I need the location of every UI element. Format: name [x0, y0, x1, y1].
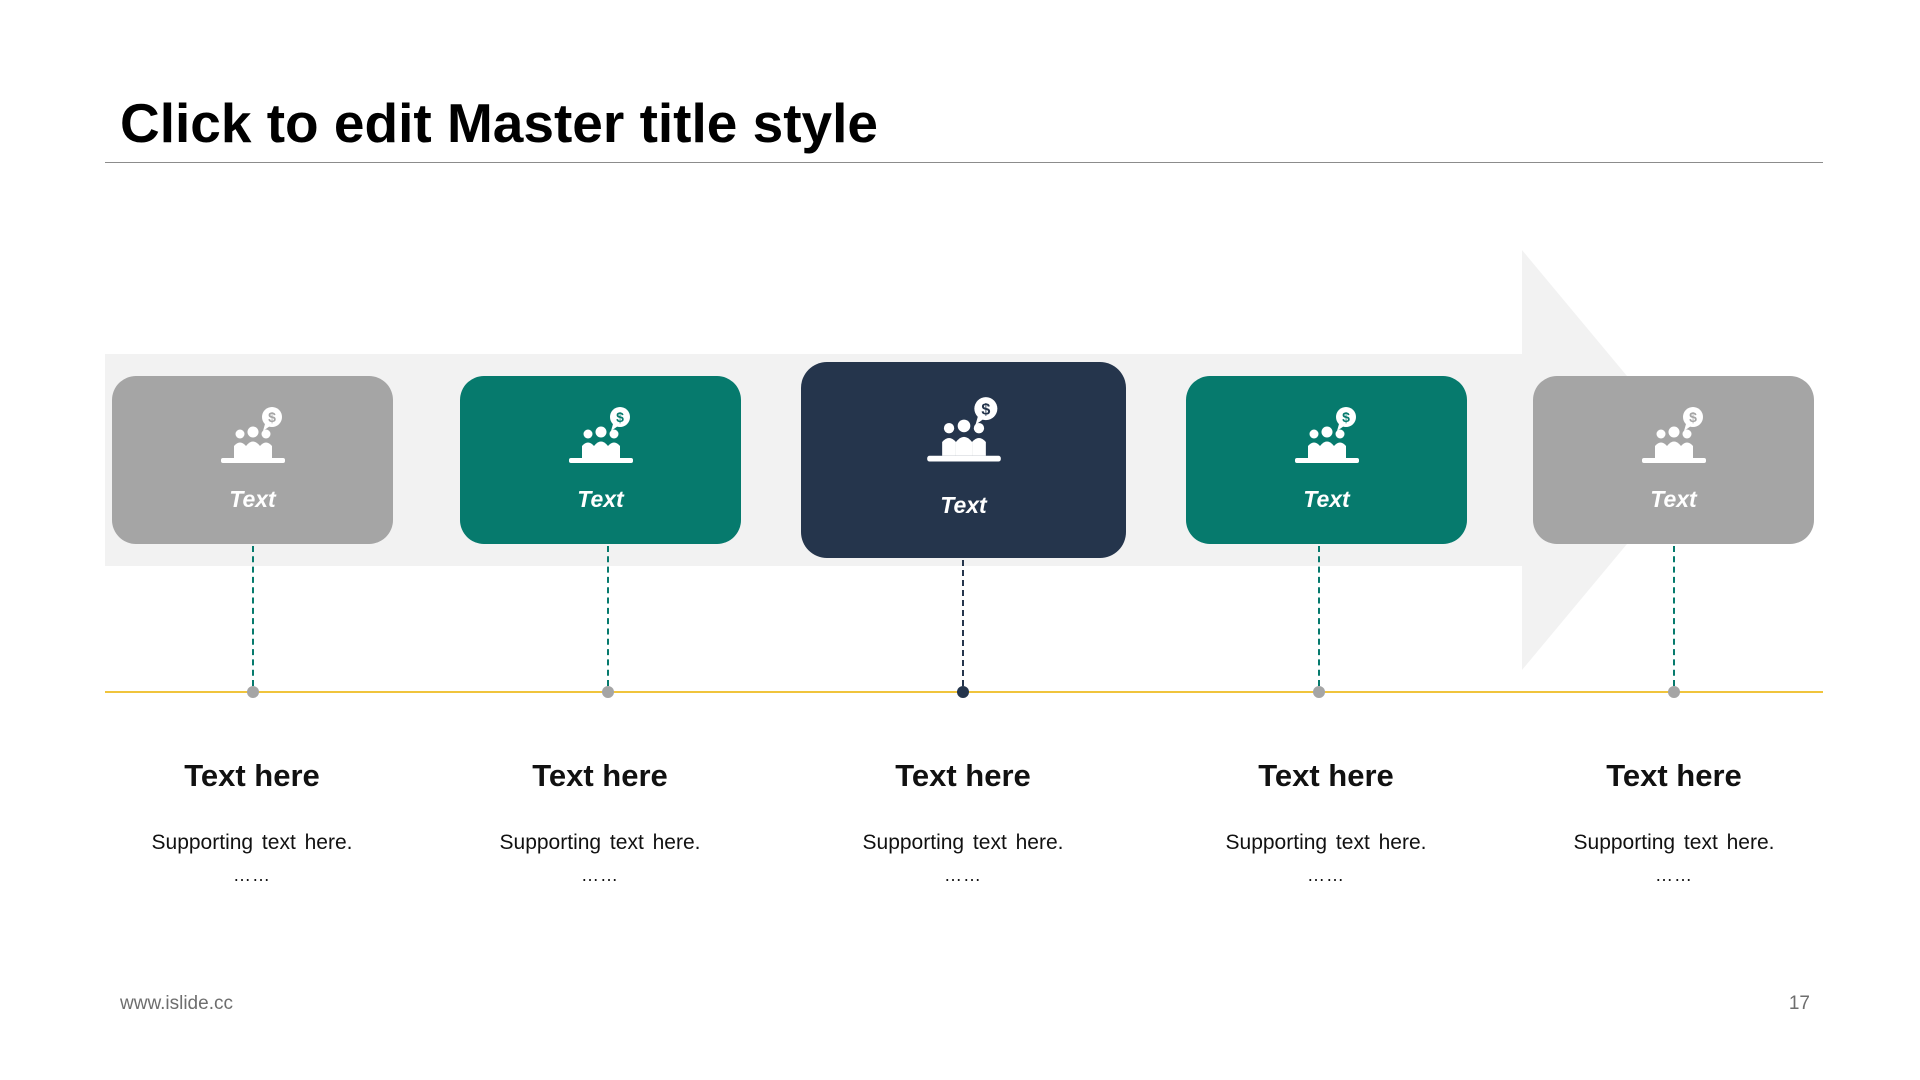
team-money-icon: $: [568, 407, 633, 463]
step-2-heading: Text here: [532, 758, 668, 793]
step-4-label: Text: [1303, 486, 1350, 512]
step-5-support: Supporting text here.: [1573, 831, 1775, 854]
team-money-icon: $: [926, 397, 1001, 462]
step-4-ellipsis: ……: [1307, 865, 1345, 885]
team-money-icon: $: [1294, 407, 1359, 463]
step-1-box[interactable]: $ Text: [112, 376, 393, 544]
step-1-text: Text here Supporting text here. ……: [102, 756, 402, 888]
step-2-box[interactable]: $ Text: [460, 376, 741, 544]
step-5-ellipsis: ……: [1655, 865, 1693, 885]
step-5-text: Text here Supporting text here. ……: [1524, 756, 1824, 888]
step-3-connector: [962, 560, 964, 686]
step-2-text: Text here Supporting text here. ……: [450, 756, 750, 888]
step-2-label: Text: [577, 486, 624, 512]
step-2-ellipsis: ……: [581, 865, 619, 885]
footer-url[interactable]: www.islide.cc: [120, 993, 233, 1014]
step-1-ellipsis: ……: [233, 865, 271, 885]
step-5-label: Text: [1650, 486, 1697, 512]
step-1-label: Text: [229, 486, 276, 512]
step-4-text: Text here Supporting text here. ……: [1176, 756, 1476, 888]
step-5-box[interactable]: $ Text: [1533, 376, 1814, 544]
step-1-marker: [247, 686, 259, 698]
step-4-box[interactable]: $ Text: [1186, 376, 1467, 544]
step-4-marker: [1313, 686, 1325, 698]
step-4-connector: [1318, 546, 1320, 686]
step-3-support: Supporting text here.: [862, 831, 1064, 854]
step-2-connector: [607, 546, 609, 686]
svg-text:$: $: [1689, 409, 1697, 425]
step-3-box[interactable]: $ Text: [801, 362, 1126, 558]
step-3-heading: Text here: [895, 758, 1031, 793]
step-1-heading: Text here: [184, 758, 320, 793]
step-2-marker: [602, 686, 614, 698]
svg-text:$: $: [616, 409, 624, 425]
step-5-connector: [1673, 546, 1675, 686]
svg-text:$: $: [1342, 409, 1350, 425]
step-1-support: Supporting text here.: [151, 831, 353, 854]
team-money-icon: $: [220, 407, 285, 463]
svg-text:$: $: [981, 400, 990, 418]
page-number: 17: [1788, 993, 1810, 1014]
team-money-icon: $: [1641, 407, 1706, 463]
step-4-heading: Text here: [1258, 758, 1394, 793]
step-5-heading: Text here: [1606, 758, 1742, 793]
step-4-support: Supporting text here.: [1225, 831, 1427, 854]
step-2-support: Supporting text here.: [499, 831, 701, 854]
step-5-marker: [1668, 686, 1680, 698]
step-1-connector: [252, 546, 254, 686]
step-3-text: Text here Supporting text here. ……: [813, 756, 1113, 888]
step-3-marker: [957, 686, 969, 698]
step-3-ellipsis: ……: [944, 865, 982, 885]
slide-title: Click to edit Master title style: [120, 92, 878, 154]
title-divider: [105, 162, 1823, 163]
step-3-label: Text: [940, 492, 987, 518]
svg-text:$: $: [268, 409, 276, 425]
